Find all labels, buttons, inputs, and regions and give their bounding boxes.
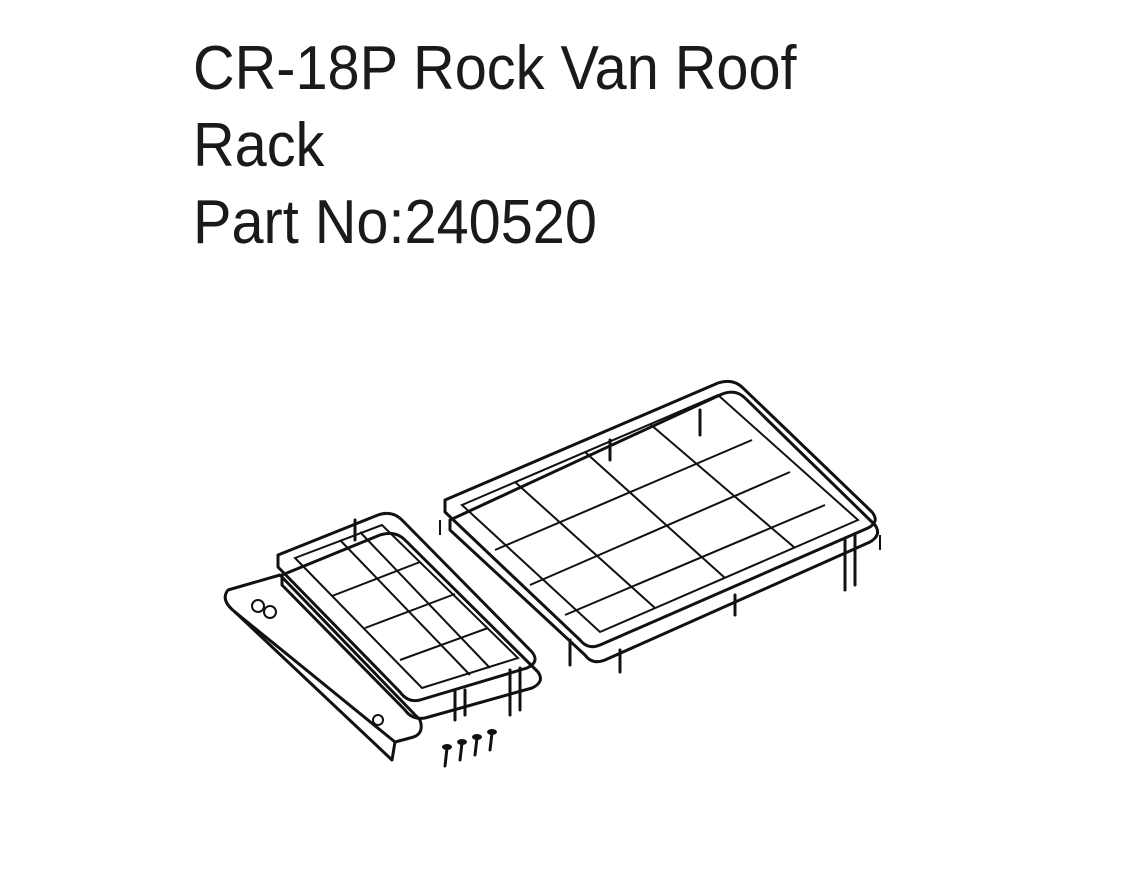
large-roof-rack xyxy=(439,379,881,674)
part-number: Part No:240520 xyxy=(193,188,597,257)
mounting-plate xyxy=(223,573,423,762)
title-line-1: CR-18P Rock Van Roof xyxy=(193,34,797,103)
screw xyxy=(442,744,452,768)
title-line-2: Rack xyxy=(193,111,325,180)
screw xyxy=(472,734,482,757)
screw xyxy=(457,739,467,762)
screw xyxy=(487,729,497,752)
screws xyxy=(442,729,497,768)
product-title: CR-18P Rock Van Roof Rack Part No:240520 xyxy=(193,30,797,261)
small-roof-rack xyxy=(276,511,542,722)
